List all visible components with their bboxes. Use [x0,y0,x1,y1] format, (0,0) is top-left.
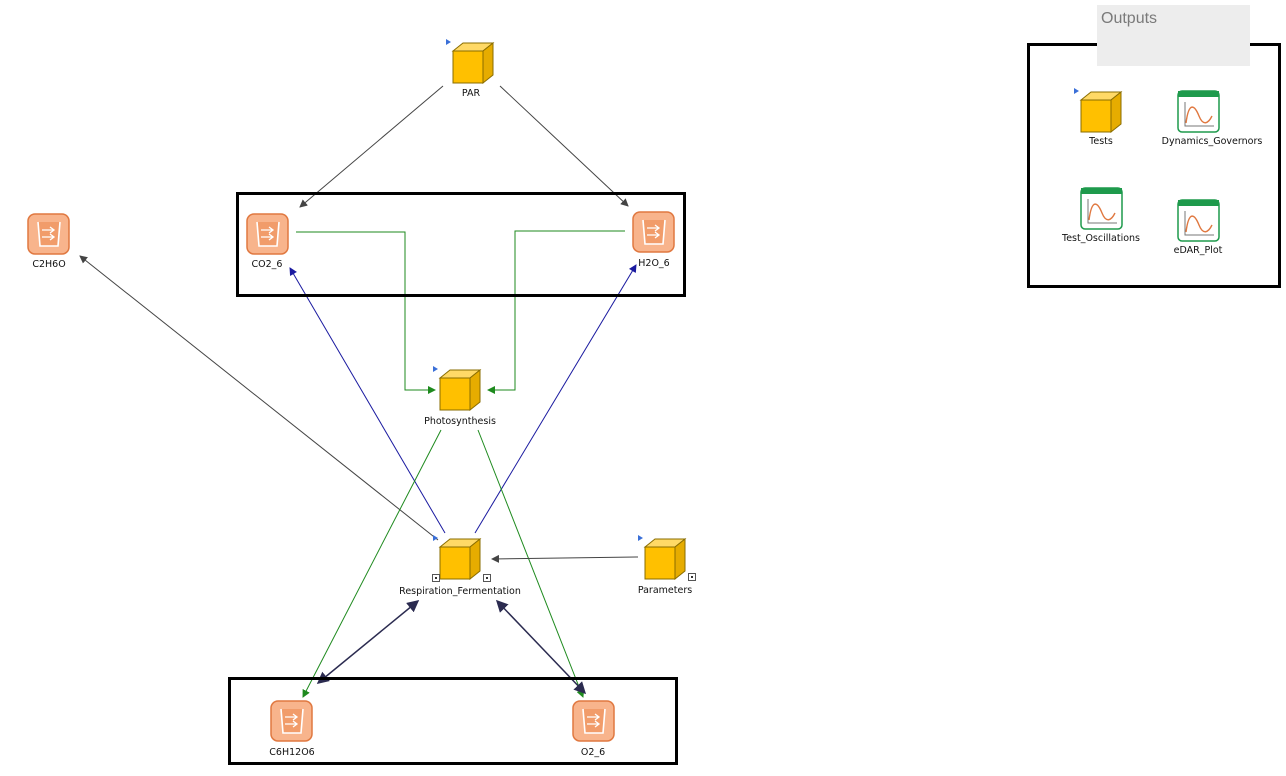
outputs-title: Outputs [1097,5,1250,66]
graph-plot-icon [1080,187,1123,230]
h2o-to-photosynthesis-flow [487,230,625,394]
dynamics-governors-plot[interactable] [1177,90,1221,134]
photosynthesis-to-o2-flow [477,429,585,698]
parameters-label: Parameters [637,585,693,596]
respiration-label: Respiration_Fermentation [399,586,521,597]
photosynthesis-to-c6h12o6-flow [302,429,442,698]
h2o-label: H2O_6 [638,258,670,269]
module-cube-icon [638,535,687,581]
photosynthesis-module[interactable] [431,364,487,414]
module-cube-icon [446,39,495,85]
edar-plot[interactable] [1177,199,1221,243]
photosynthesis-label: Photosynthesis [424,416,496,427]
o2-stock[interactable] [572,700,616,742]
module-cube-icon [1074,88,1123,134]
par-label: PAR [461,88,481,99]
c6h12o6-o2-group-frame[interactable] [228,677,678,765]
par-module[interactable] [444,37,500,87]
tests-module[interactable] [1072,86,1128,136]
stock-beaker-icon [27,213,70,255]
co2-h2o-group-frame[interactable] [236,192,686,297]
module-cube-icon [433,366,482,412]
respiration-to-h2o-flow [474,264,637,534]
expand-icon[interactable] [688,573,696,581]
respiration-to-co2-flow [289,267,446,534]
parameters-module[interactable] [636,533,692,583]
h2o-stock[interactable] [632,211,676,253]
stock-beaker-icon [270,700,313,742]
c2h6o-label: C2H6O [32,259,66,270]
co2-stock[interactable] [246,213,290,255]
tests-label: Tests [1089,136,1113,147]
parameters-to-respiration-arrow [491,554,639,563]
par-to-co2-arrow [299,85,444,208]
co2-to-photosynthesis-flow [296,231,436,394]
test-oscillations-plot[interactable] [1080,187,1124,231]
dynamics-governors-label: Dynamics_Governors [1161,136,1263,147]
expand-icon[interactable] [432,574,440,582]
respiration-c6h12o6-link [316,600,420,684]
c6h12o6-label: C6H12O6 [269,747,315,758]
outputs-frame[interactable] [1027,43,1281,288]
graph-plot-icon [1177,199,1220,242]
test-oscillations-label: Test_Oscillations [1062,233,1140,244]
stock-beaker-icon [246,213,289,255]
o2-label: O2_6 [580,747,606,758]
respiration-module[interactable] [431,533,487,583]
c2h6o-stock[interactable] [27,213,71,255]
stock-beaker-icon [632,211,675,253]
graph-plot-icon [1177,90,1220,133]
module-cube-icon [433,535,482,581]
par-to-h2o-arrow [499,85,629,207]
co2-label: CO2_6 [251,259,283,270]
c6h12o6-stock[interactable] [270,700,314,742]
edar-label: eDAR_Plot [1173,245,1223,256]
expand-icon[interactable] [483,574,491,582]
respiration-to-c2h6o-arrow [79,255,439,541]
stock-beaker-icon [572,700,615,742]
